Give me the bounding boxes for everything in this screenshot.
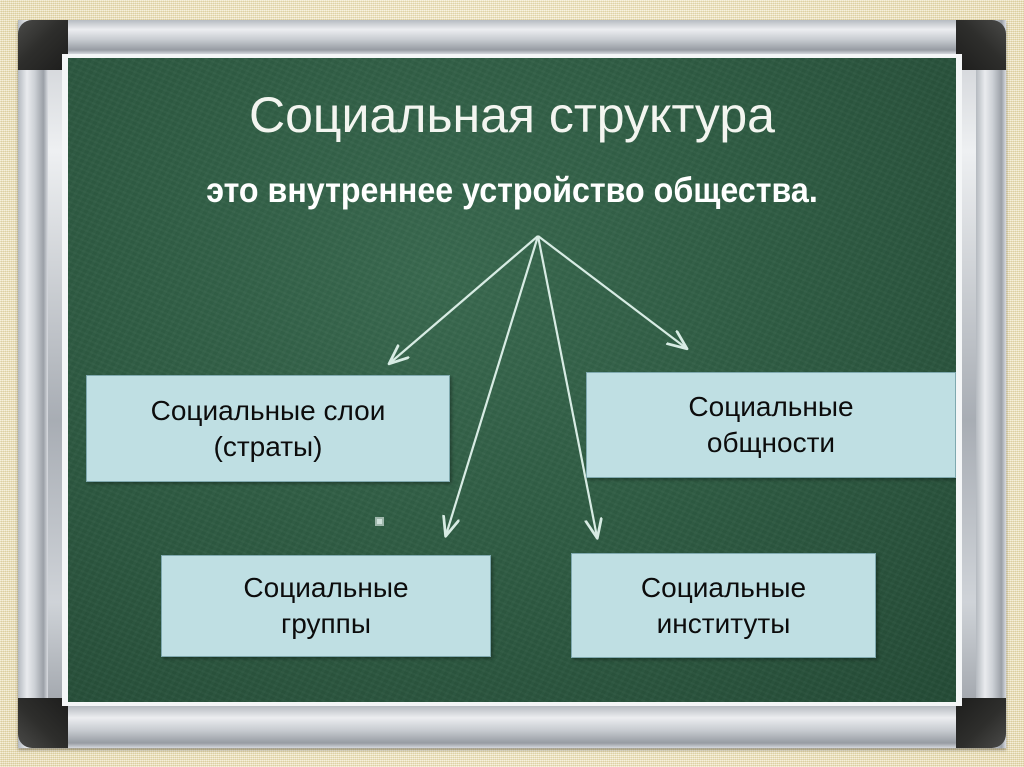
concept-box-gruppy-line2: группы [281,608,371,639]
concept-box-obshnosti-label: Социальные общности [688,389,853,461]
concept-box-gruppy-line1: Социальные [243,572,409,603]
arrow-to-obshnosti [537,235,686,348]
page-title: Социальная структура [248,87,775,143]
chalkboard-surface: Социальная структура это внутреннее устр… [68,58,956,702]
arrow-to-strata [390,235,539,363]
concept-box-instituty[interactable]: Социальные институты [571,553,876,658]
whiteboard-frame: Социальная структура это внутреннее устр… [18,20,1006,748]
arrow-to-gruppy [446,235,540,535]
concept-box-strata-line2: (страты) [213,430,323,462]
concept-box-obshnosti-line2: общности [706,427,836,458]
concept-box-strata-label: Социальные слои (страты) [151,393,386,465]
concept-box-strata-line1: Социальные слои [150,394,386,426]
concept-box-instituty-line1: Социальные [640,571,807,603]
concept-box-obshnosti[interactable]: Социальные общности [586,372,956,478]
frame-rail-bottom [18,706,1006,748]
frame-rail-top [18,20,1006,54]
subtitle-definition: это внутреннее устройство общества. [206,171,818,210]
concept-box-instituty-label: Социальные институты [641,570,806,642]
concept-box-instituty-line2: институты [656,607,791,639]
concept-box-gruppy[interactable]: Социальные группы [161,555,491,657]
concept-box-obshnosti-line1: Социальные [688,391,854,422]
frame-corner-top-right [956,20,1006,70]
chalk-square-marker [375,517,384,526]
frame-corner-bottom-left [18,698,68,748]
frame-rail-right [976,20,1006,748]
frame-corner-top-left [18,20,68,70]
concept-box-gruppy-label: Социальные группы [243,570,408,642]
frame-rail-left [18,20,48,748]
concept-box-strata[interactable]: Социальные слои (страты) [86,375,450,482]
frame-corner-bottom-right [956,698,1006,748]
